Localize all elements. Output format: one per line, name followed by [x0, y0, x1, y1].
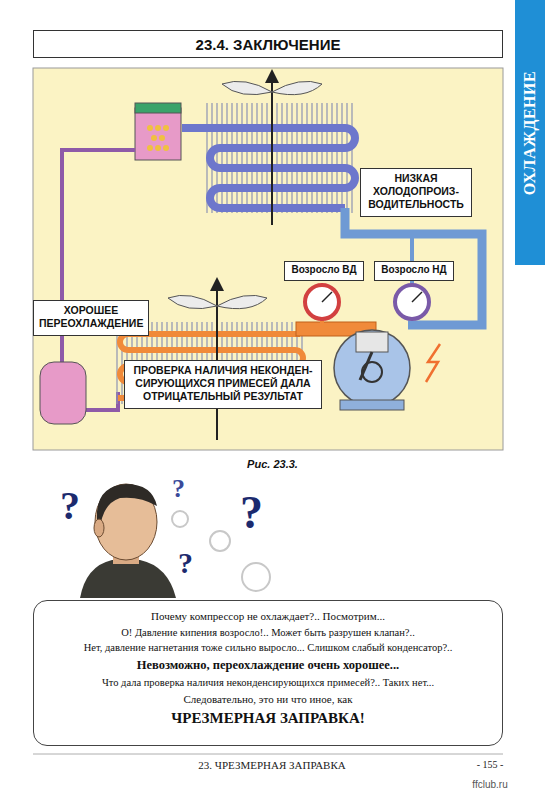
gauge-label: Возросло НД — [374, 261, 454, 281]
dialogue-line: Следовательно, это ни что иное, как — [44, 691, 492, 708]
thinking-man — [94, 519, 104, 537]
caption-row: Рис. 23.3. — [0, 454, 545, 472]
question-mark: ? — [178, 548, 193, 578]
thinking-man — [80, 560, 176, 598]
speech-box: Почему компрессор не охлаждает?.. Посмот… — [33, 600, 503, 746]
condenser-fan — [168, 295, 217, 308]
expansion-valve — [147, 145, 153, 151]
expansion-valve — [159, 135, 165, 141]
expansion-valve — [155, 125, 161, 131]
node-text: Возросло ВД — [289, 264, 359, 277]
compressor — [362, 362, 382, 382]
figure-caption: Рис. 23.3. — [247, 458, 298, 470]
high-pressure-gauge — [322, 292, 332, 302]
thought-bubbles — [210, 531, 230, 551]
receiver — [40, 362, 86, 424]
expansion-valve — [135, 108, 181, 160]
footer-rule — [33, 754, 503, 755]
question-mark: ? — [172, 476, 185, 502]
expansion-valve — [135, 103, 181, 113]
expansion-valve — [147, 125, 153, 131]
expansion-valve — [163, 125, 169, 131]
suction-line — [345, 208, 482, 325]
dialogue-line: Почему компрессор не охлаждает?.. Посмот… — [44, 608, 492, 625]
evaporator — [205, 103, 353, 213]
node-text: Возросло НД — [379, 264, 449, 277]
node-text: НИЗКАЯ ХОЛОДОПРОИЗ- ВОДИТЕЛЬНОСТЬ — [366, 172, 466, 211]
thought-bubbles — [172, 511, 188, 527]
node-text: ХОРОШЕЕ ПЕРЕОХЛАЖДЕНИЕ — [39, 304, 143, 330]
callout-box: ПРОВЕРКА НАЛИЧИЯ НЕКОНДЕН- СИРУЮЩИХСЯ ПР… — [124, 360, 322, 409]
low-pressure-gauge — [412, 292, 422, 302]
compressor — [340, 400, 404, 410]
high-pressure-gauge — [305, 285, 339, 319]
low-pressure-gauge — [395, 285, 429, 319]
callout-box: ХОРОШЕЕ ПЕРЕОХЛАЖДЕНИЕ — [33, 300, 149, 336]
dialogue-line: ЧРЕЗМЕРНАЯ ЗАПРАВКА! — [44, 707, 492, 730]
evaporator — [182, 128, 355, 208]
compressor — [356, 332, 388, 352]
title: 23.4. ЗАКЛЮЧЕНИЕ — [196, 36, 341, 53]
question-mark: ? — [60, 486, 80, 526]
dialogue-line: Что дала проверка наличия неконденсирующ… — [44, 675, 492, 691]
node-text: ПРОВЕРКА НАЛИЧИЯ НЕКОНДЕН- СИРУЮЩИХСЯ ПР… — [130, 364, 316, 403]
diagram-frame — [33, 68, 503, 450]
lightning-symbol — [426, 344, 440, 382]
condenser-fan — [217, 295, 267, 308]
thinking-man — [80, 484, 176, 598]
suction-line — [345, 208, 482, 325]
footer-title: 23. ЧРЕЗМЕРНАЯ ЗАПРАВКА — [198, 760, 345, 771]
evaporator-fan — [222, 76, 322, 225]
compressor — [334, 330, 410, 406]
expansion-valve — [135, 103, 181, 160]
node-text: ОХЛАЖДЕНИЕ — [521, 70, 539, 194]
low-pressure-gauge — [395, 285, 429, 319]
lightning-symbol — [426, 344, 440, 382]
title-box: 23.4. ЗАКЛЮЧЕНИЕ — [33, 30, 503, 58]
receiver — [40, 362, 86, 424]
compressor — [334, 330, 410, 410]
dialogue-line: Невозможно, переохлаждение очень хорошее… — [44, 656, 492, 675]
thought-bubbles — [242, 563, 270, 591]
expansion-valve — [163, 145, 169, 151]
gauge-label: Возросло ВД — [284, 261, 364, 281]
diagram-frame — [33, 68, 503, 450]
high-pressure-gauge — [305, 285, 339, 319]
watermark: ffclub.ru — [472, 780, 507, 790]
footer-rule — [33, 754, 503, 755]
section-tab: ОХЛАЖДЕНИЕ — [515, 0, 545, 265]
expansion-valve — [155, 145, 161, 151]
callout-box: НИЗКАЯ ХОЛОДОПРОИЗ- ВОДИТЕЛЬНОСТЬ — [360, 168, 472, 217]
liquid-line — [85, 392, 118, 410]
thinking-man — [97, 484, 157, 530]
evaporator — [182, 103, 355, 213]
dialogue-line: О! Давление кипения возросло!.. Может бы… — [44, 625, 492, 641]
dialogue-line: Нет, давление нагнетания тоже сильно выр… — [44, 640, 492, 656]
question-mark: ? — [240, 490, 263, 536]
page-number: - 155 - — [477, 760, 504, 770]
thinking-man — [95, 484, 157, 560]
evaporator-fan — [271, 76, 273, 225]
evaporator-fan — [272, 81, 322, 94]
expansion-valve — [151, 135, 157, 141]
evaporator-fan — [222, 81, 272, 94]
